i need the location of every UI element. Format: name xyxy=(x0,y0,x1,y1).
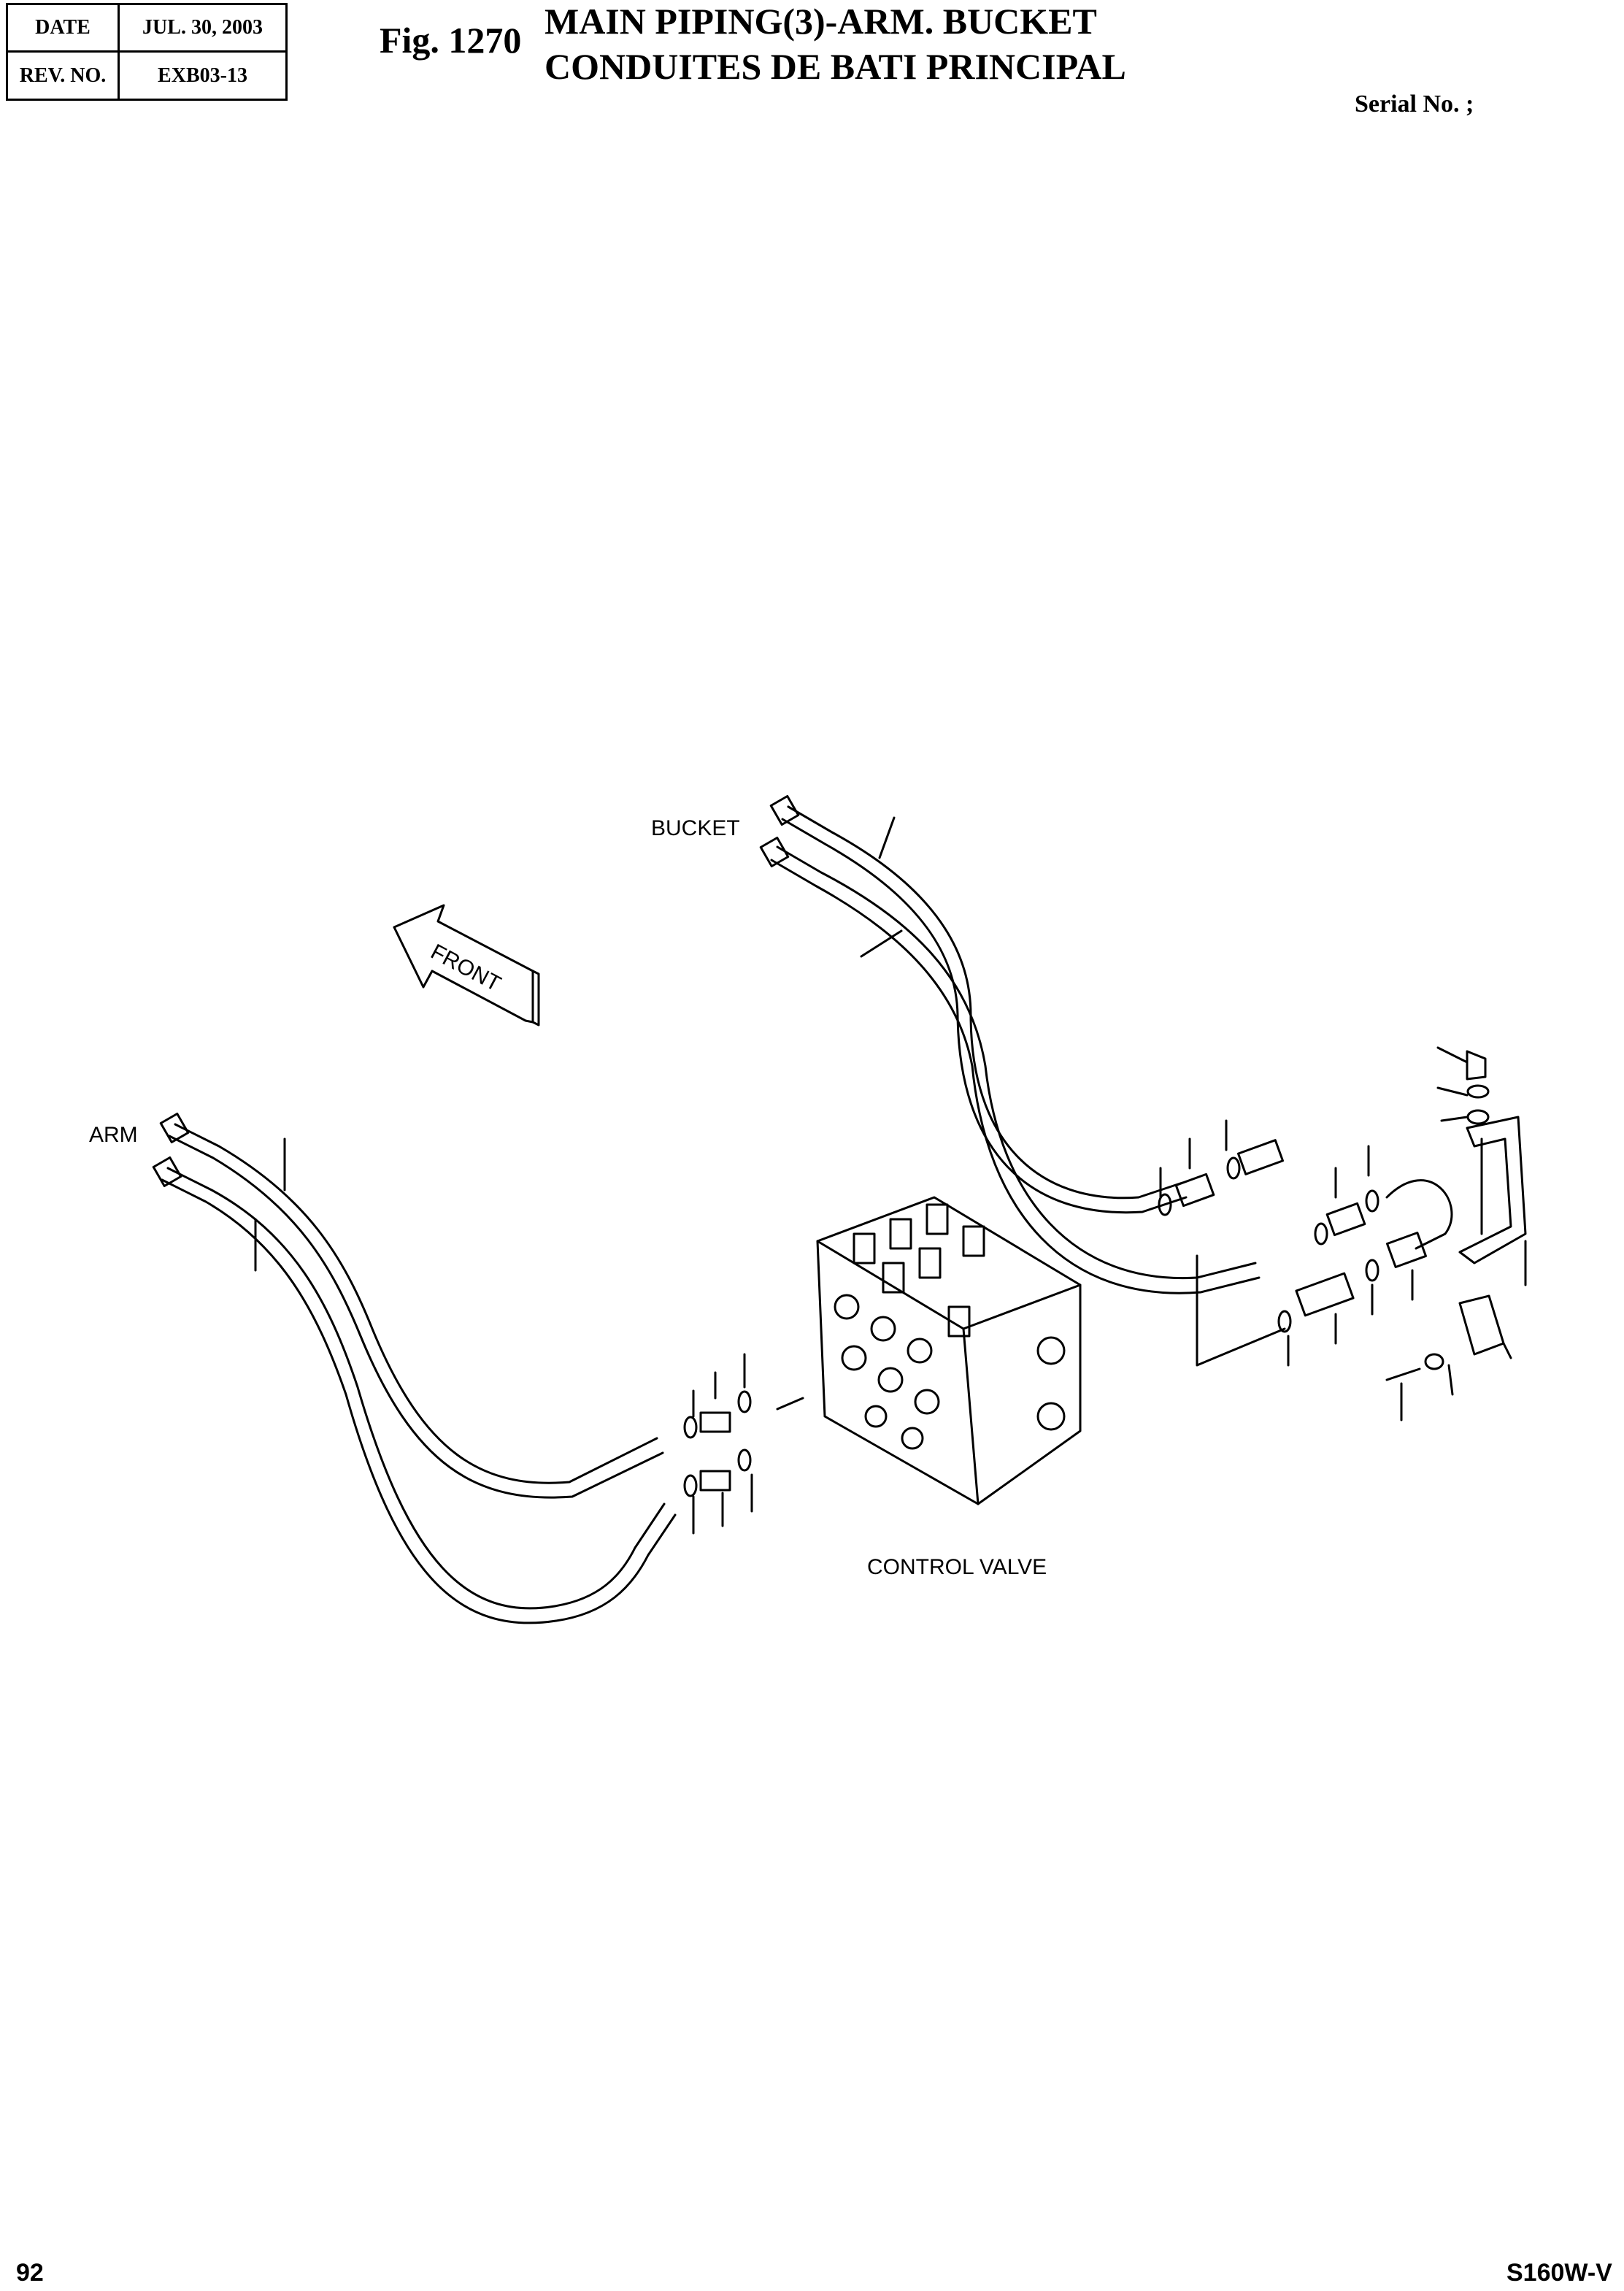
page-title-french: CONDUITES DE BATI PRINCIPAL xyxy=(544,46,1126,87)
page-number: 92 xyxy=(16,2259,44,2287)
model-name: S160W-V xyxy=(1506,2259,1612,2287)
table-divider-horizontal xyxy=(8,50,285,53)
serial-number-label: Serial No. ; xyxy=(1355,91,1474,118)
bracket-assembly xyxy=(1385,1046,1527,1421)
figure-number: Fig. 1270 xyxy=(380,20,522,61)
date-value: JUL. 30, 2003 xyxy=(142,16,263,39)
revision-value: EXB03-13 xyxy=(158,64,247,87)
bucket-hoses xyxy=(759,795,1261,1294)
revision-label: REV. NO. xyxy=(19,64,107,87)
left-fittings xyxy=(683,1353,804,1535)
arm-label: ARM xyxy=(89,1123,138,1147)
control-valve xyxy=(816,1196,1082,1505)
bucket-label: BUCKET xyxy=(651,816,740,840)
date-label: DATE xyxy=(35,16,91,39)
front-arrow xyxy=(393,904,540,1026)
control-valve-label: CONTROL VALVE xyxy=(867,1555,1047,1579)
right-fittings xyxy=(1158,1119,1453,1367)
header-info-table: DATE JUL. 30, 2003 REV. NO. EXB03-13 xyxy=(6,3,288,101)
page-title-english: MAIN PIPING(3)-ARM. BUCKET xyxy=(544,1,1097,42)
arm-hoses xyxy=(152,1113,677,1624)
